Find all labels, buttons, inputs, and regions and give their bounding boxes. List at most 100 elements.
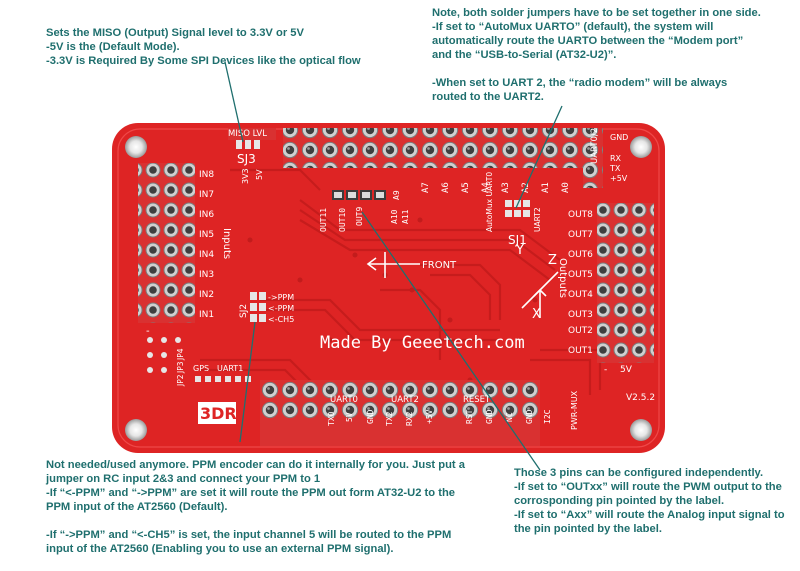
out-jumper-label: A10 xyxy=(390,209,399,224)
pcb-traces xyxy=(200,168,602,402)
input-label: IN8 xyxy=(199,170,214,180)
outputs-header xyxy=(597,203,654,363)
inputs-minus: - xyxy=(146,326,150,337)
uart-right-pin: GND xyxy=(610,133,628,142)
uart-right-pin: +5V xyxy=(610,174,628,183)
input-label: IN3 xyxy=(199,270,214,280)
bottom-pin: TX2 xyxy=(385,411,394,426)
input-label: IN7 xyxy=(199,190,214,200)
out-jumper-labels: OUT11 OUT10 OUT9 A9 A10 A11 xyxy=(319,190,410,232)
jp-pins xyxy=(147,337,181,373)
axis-indicator xyxy=(521,271,559,318)
jp3-label: JP3 xyxy=(176,361,185,374)
axis-y: Y xyxy=(515,243,524,258)
bottom-group-titles: UART0 UART2 RESET xyxy=(330,395,491,405)
ppm-jumper-id: SJ2 xyxy=(239,304,249,318)
bottom-pin: GND xyxy=(525,409,534,424)
bottom-header xyxy=(260,380,540,420)
bottom-pin: NC xyxy=(505,412,514,422)
gps-label: GPS xyxy=(193,364,209,373)
uart-jumper-id: SJ1 xyxy=(508,233,527,247)
svg-text:3DR: 3DR xyxy=(200,404,237,423)
axis-x: X xyxy=(532,307,541,322)
miso-jumper-title: MISO LVL xyxy=(228,129,267,139)
input-label: IN5 xyxy=(199,230,214,240)
analog-label: A7 xyxy=(421,182,431,193)
bottom-uart0-title: UART0 xyxy=(330,395,358,405)
pwr-mux-label: PWR-MUX xyxy=(570,390,579,430)
version-label: V2.5.2 xyxy=(626,393,655,403)
bottom-pin: I2C xyxy=(543,409,552,424)
inputs-header xyxy=(138,163,195,323)
out-jumper-label: OUT11 xyxy=(319,208,328,232)
input-label: IN4 xyxy=(199,250,214,260)
inputs-labels: IN8 IN7 IN6 IN5 IN4 IN3 IN2 IN1 xyxy=(199,170,214,320)
analog-labels: A7 A6 A5 A4 A3 A2 A1 A0 xyxy=(421,182,571,193)
output-label: OUT4 xyxy=(568,290,593,300)
inputs-title: Inputs xyxy=(221,228,232,259)
jp2-label: JP2 xyxy=(176,374,185,387)
bottom-pin: +5V xyxy=(425,409,434,424)
brand-label: Made By Geeetech.com xyxy=(320,333,525,353)
outputs-minus: - xyxy=(604,365,607,375)
uart-right-title: UART0/2 xyxy=(590,128,600,164)
mount-hole-tr xyxy=(630,136,652,158)
out-jumper-label: A9 xyxy=(392,190,401,200)
analog-label: A1 xyxy=(541,182,551,193)
uart-opt-uart2: UART2 xyxy=(533,207,542,232)
outputs-5v: 5V xyxy=(620,365,633,375)
analog-label: A0 xyxy=(561,182,571,193)
note-miso-level: Sets the MISO (Output) Signal level to 3… xyxy=(46,27,361,67)
out-jumper-label: A11 xyxy=(401,209,410,224)
mount-hole-tl xyxy=(125,136,147,158)
miso-jumper-pads xyxy=(236,140,260,149)
output-label: OUT7 xyxy=(568,230,593,240)
front-arrow xyxy=(366,252,420,278)
top-header xyxy=(283,128,583,168)
mount-hole-bl xyxy=(125,419,147,441)
note-uart-mux: Note, both solder jumpers have to be set… xyxy=(432,7,761,103)
bottom-pin: RST xyxy=(465,409,474,424)
bottom-reset-title: RESET xyxy=(463,395,491,405)
logo-3dr: 3DR xyxy=(198,402,237,424)
ppm-jumper-pads xyxy=(250,292,266,322)
miso-opt-5v: 5V xyxy=(255,169,264,180)
output-label: OUT3 xyxy=(568,310,593,320)
out-jumper-pads xyxy=(332,190,386,200)
analog-label: A3 xyxy=(501,182,511,193)
ppm-out-label: ->PPM xyxy=(268,293,294,302)
miso-jumper-id: SJ3 xyxy=(237,152,256,166)
bottom-pin-labels: TX0 5V GND TX2 RX2 +5V RST GND NC GND I2… xyxy=(327,409,552,426)
input-label: IN1 xyxy=(199,310,214,320)
analog-label: A4 xyxy=(481,182,491,193)
uart-opt-automux: AutoMux UART0 xyxy=(485,172,494,232)
note-configurable-pins: Those 3 pins can be configured independe… xyxy=(514,467,785,535)
uart1-label: UART1 xyxy=(217,364,243,373)
analog-label: A2 xyxy=(521,182,531,193)
output-label: OUT6 xyxy=(568,250,593,260)
bottom-pin: GND xyxy=(366,409,375,424)
bottom-pin: GND xyxy=(485,409,494,424)
output-label: OUT1 xyxy=(568,346,593,356)
bottom-pin: 5V xyxy=(345,412,354,422)
uart-right-header xyxy=(583,128,603,188)
input-label: IN2 xyxy=(199,290,214,300)
uart-right-pin: RX xyxy=(610,154,622,163)
out-jumper-label: OUT10 xyxy=(338,208,347,232)
analog-label: A6 xyxy=(441,182,451,193)
mount-hole-br xyxy=(630,419,652,441)
bottom-pin: RX2 xyxy=(405,411,414,426)
jp4-label: JP4 xyxy=(176,348,185,361)
callout-lines xyxy=(224,61,563,471)
note-ppm-encoder: Not needed/used anymore. PPM encoder can… xyxy=(46,459,465,555)
analog-label: A5 xyxy=(461,182,471,193)
input-label: IN6 xyxy=(199,210,214,220)
uart-right-pin: TX xyxy=(609,164,621,173)
out-jumper-label: OUT9 xyxy=(355,207,364,226)
bottom-pin: TX0 xyxy=(327,411,336,426)
front-label: FRONT xyxy=(422,260,457,271)
bottom-uart2-title: UART2 xyxy=(391,395,419,405)
miso-opt-3v3: 3V3 xyxy=(241,168,250,184)
axis-z: Z xyxy=(548,253,557,268)
